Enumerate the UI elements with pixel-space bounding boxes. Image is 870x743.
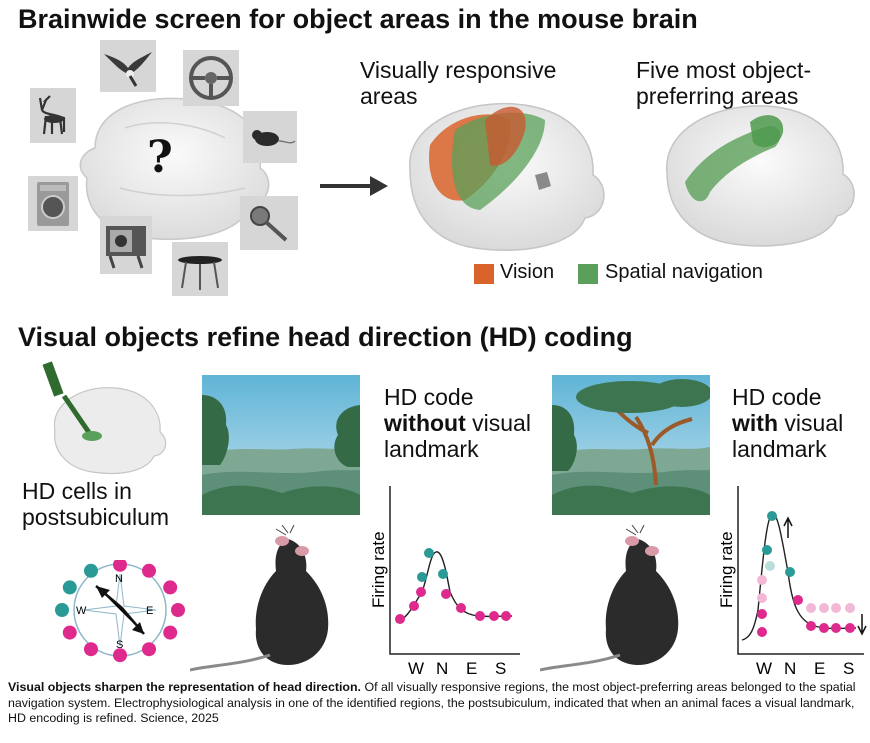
figure-caption: Visual objects sharpen the representatio… <box>8 680 864 727</box>
hd-cell-dot <box>113 648 127 663</box>
steering-wheel-image <box>183 50 239 106</box>
legend-swatch-vision <box>474 264 494 284</box>
hd-cells-label: HD cells in postsubiculum <box>22 478 170 530</box>
compass-figure: N E S W <box>55 560 185 663</box>
plot-xtick-w-2: W <box>756 659 772 678</box>
hd-cell-dot <box>142 642 156 657</box>
plot-ylabel-with: Firing rate <box>717 531 736 608</box>
tuning-plot-with: Firing rate W N E S <box>717 486 867 678</box>
landscape-with-landmark <box>552 375 710 515</box>
plot-xtick-e-2: E <box>814 659 825 678</box>
legend-label-spatial-navigation: Spatial navigation <box>605 261 763 283</box>
washing-machine-image <box>28 176 78 231</box>
landscape-without-landmark <box>202 375 360 515</box>
probe-brain-icon <box>42 361 167 475</box>
hd-cell-dot <box>163 580 178 595</box>
tuning-plot-without: Firing rate W N E S <box>369 486 520 678</box>
caption-bold: Visual objects sharpen the representatio… <box>8 680 361 694</box>
mouse-without-landmark-icon <box>190 525 329 672</box>
hd-cell-dots <box>55 560 185 663</box>
hd-with-title: HD code with visual landmark <box>732 384 844 462</box>
table-image <box>172 242 228 296</box>
eagle-image <box>100 40 156 92</box>
object-areas-brain-icon <box>666 105 855 247</box>
compass-east: E <box>146 605 153 617</box>
legend-swatch-spatial-navigation <box>578 264 598 284</box>
visual-areas-brain-icon <box>409 102 605 251</box>
compass-west: W <box>76 605 87 617</box>
top-title: Brainwide screen for object areas in the… <box>18 4 698 34</box>
hd-cell-dot <box>171 603 185 617</box>
hd-cell-dot <box>142 563 156 578</box>
plot-xtick-s-2: S <box>843 659 854 678</box>
question-mark: ? <box>147 132 173 183</box>
plot-xtick-w: W <box>408 659 424 678</box>
ladle-image <box>240 196 298 250</box>
plot-xtick-e: E <box>466 659 477 678</box>
mouse-image <box>243 111 297 163</box>
compass-south: S <box>116 639 123 651</box>
plot-xtick-n-2: N <box>784 659 796 678</box>
object-areas-title: Five most object- preferring areas <box>636 57 812 109</box>
bottom-title: Visual objects refine head direction (HD… <box>18 322 633 352</box>
hd-without-title: HD code without visual landmark <box>384 384 531 462</box>
compass-north: N <box>115 573 123 585</box>
legend-label-vision: Vision <box>500 261 555 283</box>
right-arrow-icon <box>320 176 388 196</box>
visual-areas-title: Visually responsive areas <box>360 57 557 109</box>
hd-cell-dot <box>163 625 178 640</box>
object-screen-figure: ? <box>25 38 315 298</box>
caption-text: Of all visually responsive regions, the … <box>8 680 856 725</box>
plot-xtick-s: S <box>495 659 506 678</box>
hd-cell-dot <box>113 560 127 572</box>
hd-cell-dot <box>84 642 98 657</box>
plot-ylabel-without: Firing rate <box>369 531 388 608</box>
mouse-with-landmark-icon <box>540 525 679 672</box>
camera-image <box>100 216 152 274</box>
hd-cell-dot <box>84 563 98 578</box>
hd-cell-dot <box>62 580 77 595</box>
hd-cell-dot <box>55 603 69 617</box>
plot-xtick-n: N <box>436 659 448 678</box>
deer-image <box>30 88 76 143</box>
hd-cell-dot <box>62 625 77 640</box>
